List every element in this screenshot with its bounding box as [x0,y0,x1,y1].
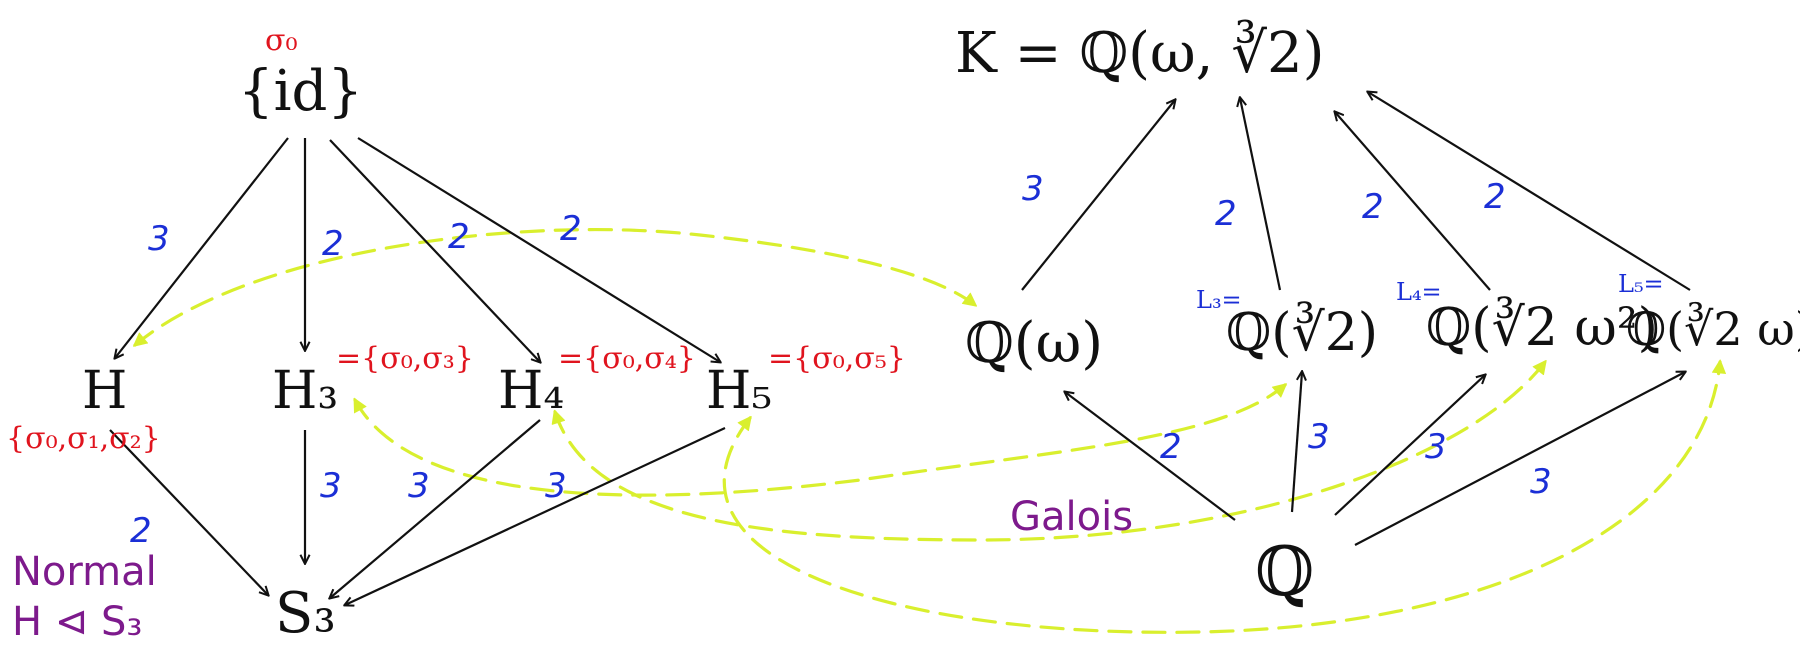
degree-l4-k: 2 [1362,187,1384,227]
galois-label: Galois [1010,494,1133,540]
node-s3: S₃ [275,581,336,646]
edge-id-h4 [329,139,540,362]
node-sigma0-tag: σ₀ [265,23,298,58]
curve-h5-to-l5 [722,362,1720,634]
correspondence-curves [135,228,1720,634]
node-h5: H₅ [706,361,772,421]
edge-l5-k [1368,92,1691,291]
edge-q-l5 [1354,372,1685,546]
edge-q-l3 [1290,372,1302,513]
node-l4: ℚ(∛2 ω²) [1426,296,1658,358]
subgroup-edges-up [115,137,720,362]
node-l3: ℚ(∛2) [1226,301,1378,363]
node-k: K = ℚ(ω, ∛2) [955,19,1324,86]
node-h4: H₄ [498,361,564,421]
node-l4-tag: L₄= [1396,278,1442,306]
subgroup-lattice: 3 2 2 2 2 3 3 3 σ₀ {id} H {σ₀,σ₁,σ₂} H₃ … [6,23,906,646]
edge-l4-k [1335,112,1491,291]
field-edges-down [1065,372,1685,546]
note-normal: Normal [12,549,157,595]
degree-h5-s3: 3 [545,466,567,506]
edge-q-qomega [1065,392,1236,521]
field-edges-up [1021,92,1691,291]
edge-id-h5 [357,137,720,362]
edge-h4-s3 [330,419,541,598]
degree-id-h4: 2 [448,217,470,257]
node-h-elements: {σ₀,σ₁,σ₂} [6,421,161,456]
edge-qomega-k [1021,100,1175,291]
node-h4-elements: ={σ₀,σ₄} [558,341,696,376]
curve-h-to-q-omega [135,228,975,345]
degree-h3-s3: 3 [320,466,342,506]
degree-q-qomega: 2 [1160,427,1182,467]
curve-h4-to-l4 [555,362,1545,542]
degree-h4-s3: 3 [408,466,430,506]
degree-id-h: 3 [148,219,170,259]
field-lattice: 3 2 2 2 2 3 3 3 K = ℚ(ω, ∛2) ℚ(ω) L₃= ℚ(… [955,19,1800,612]
degree-id-h5: 2 [560,209,582,249]
edge-q-l4 [1334,375,1485,516]
curve-h3-to-l3 [353,385,1285,497]
degree-id-h3: 2 [322,224,344,264]
degree-q-l5: 3 [1530,462,1552,502]
note-h-normal-s3: H ⊲ S₃ [12,599,142,645]
node-h5-elements: ={σ₀,σ₅} [768,341,906,376]
node-q-omega: ℚ(ω) [965,311,1103,376]
node-h: H [82,361,127,421]
edge-h5-s3 [345,427,726,605]
node-h3: H₃ [272,361,338,421]
degree-l3-k: 2 [1215,194,1237,234]
degree-h-s3: 2 [130,511,152,551]
edge-h-s3 [109,429,268,595]
degree-qomega-k: 3 [1022,169,1044,209]
degree-q-l4: 3 [1425,427,1447,467]
node-l5: ℚ(∛2 ω) [1626,301,1800,356]
edge-l3-k [1240,98,1282,291]
subgroup-edges-down [109,419,726,605]
node-identity: {id} [238,59,363,124]
node-l3-tag: L₃= [1196,286,1242,314]
node-q: ℚ [1255,533,1314,612]
edge-id-h [115,137,289,358]
degree-l5-k: 2 [1484,177,1506,217]
degree-q-l3: 3 [1308,417,1330,457]
node-l5-tag: L₅= [1618,270,1664,298]
node-h3-elements: ={σ₀,σ₃} [336,341,474,376]
